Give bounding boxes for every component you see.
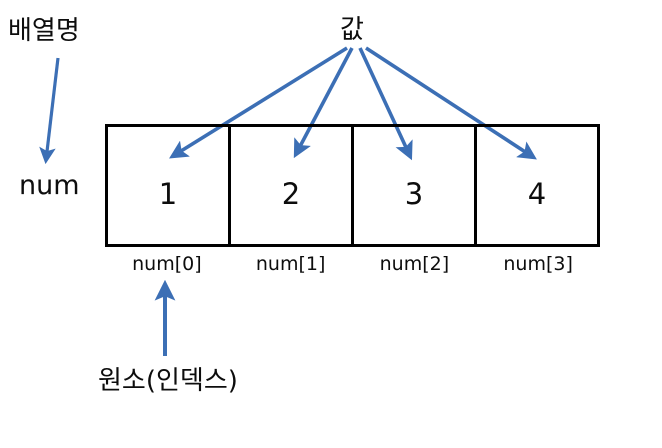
- array-name-caption: 배열명: [8, 16, 80, 46]
- array-cell-value: 2: [281, 176, 301, 211]
- array-cell: 2: [231, 127, 354, 244]
- array-cell-value: 1: [158, 176, 178, 211]
- array-cell: 3: [354, 127, 477, 244]
- element-index-caption: 원소(인덱스): [98, 366, 238, 396]
- array-index-label: num[1]: [255, 253, 326, 275]
- index-label-row: num[0] num[1] num[2] num[3]: [105, 253, 600, 275]
- array-cell-value: 3: [404, 176, 424, 211]
- array-name-arrow: [39, 57, 60, 165]
- array-index-label: num[3]: [503, 253, 573, 275]
- array-index-label: num[2]: [379, 253, 450, 275]
- array-cell: 4: [477, 127, 597, 244]
- array-cell: 1: [108, 127, 231, 244]
- array-identifier-label: num: [19, 170, 80, 201]
- array-index-label: num[0]: [132, 253, 202, 275]
- array-box: 1 2 3 4: [105, 124, 600, 247]
- value-caption: 값: [340, 15, 364, 45]
- array-cell-value: 4: [527, 176, 547, 211]
